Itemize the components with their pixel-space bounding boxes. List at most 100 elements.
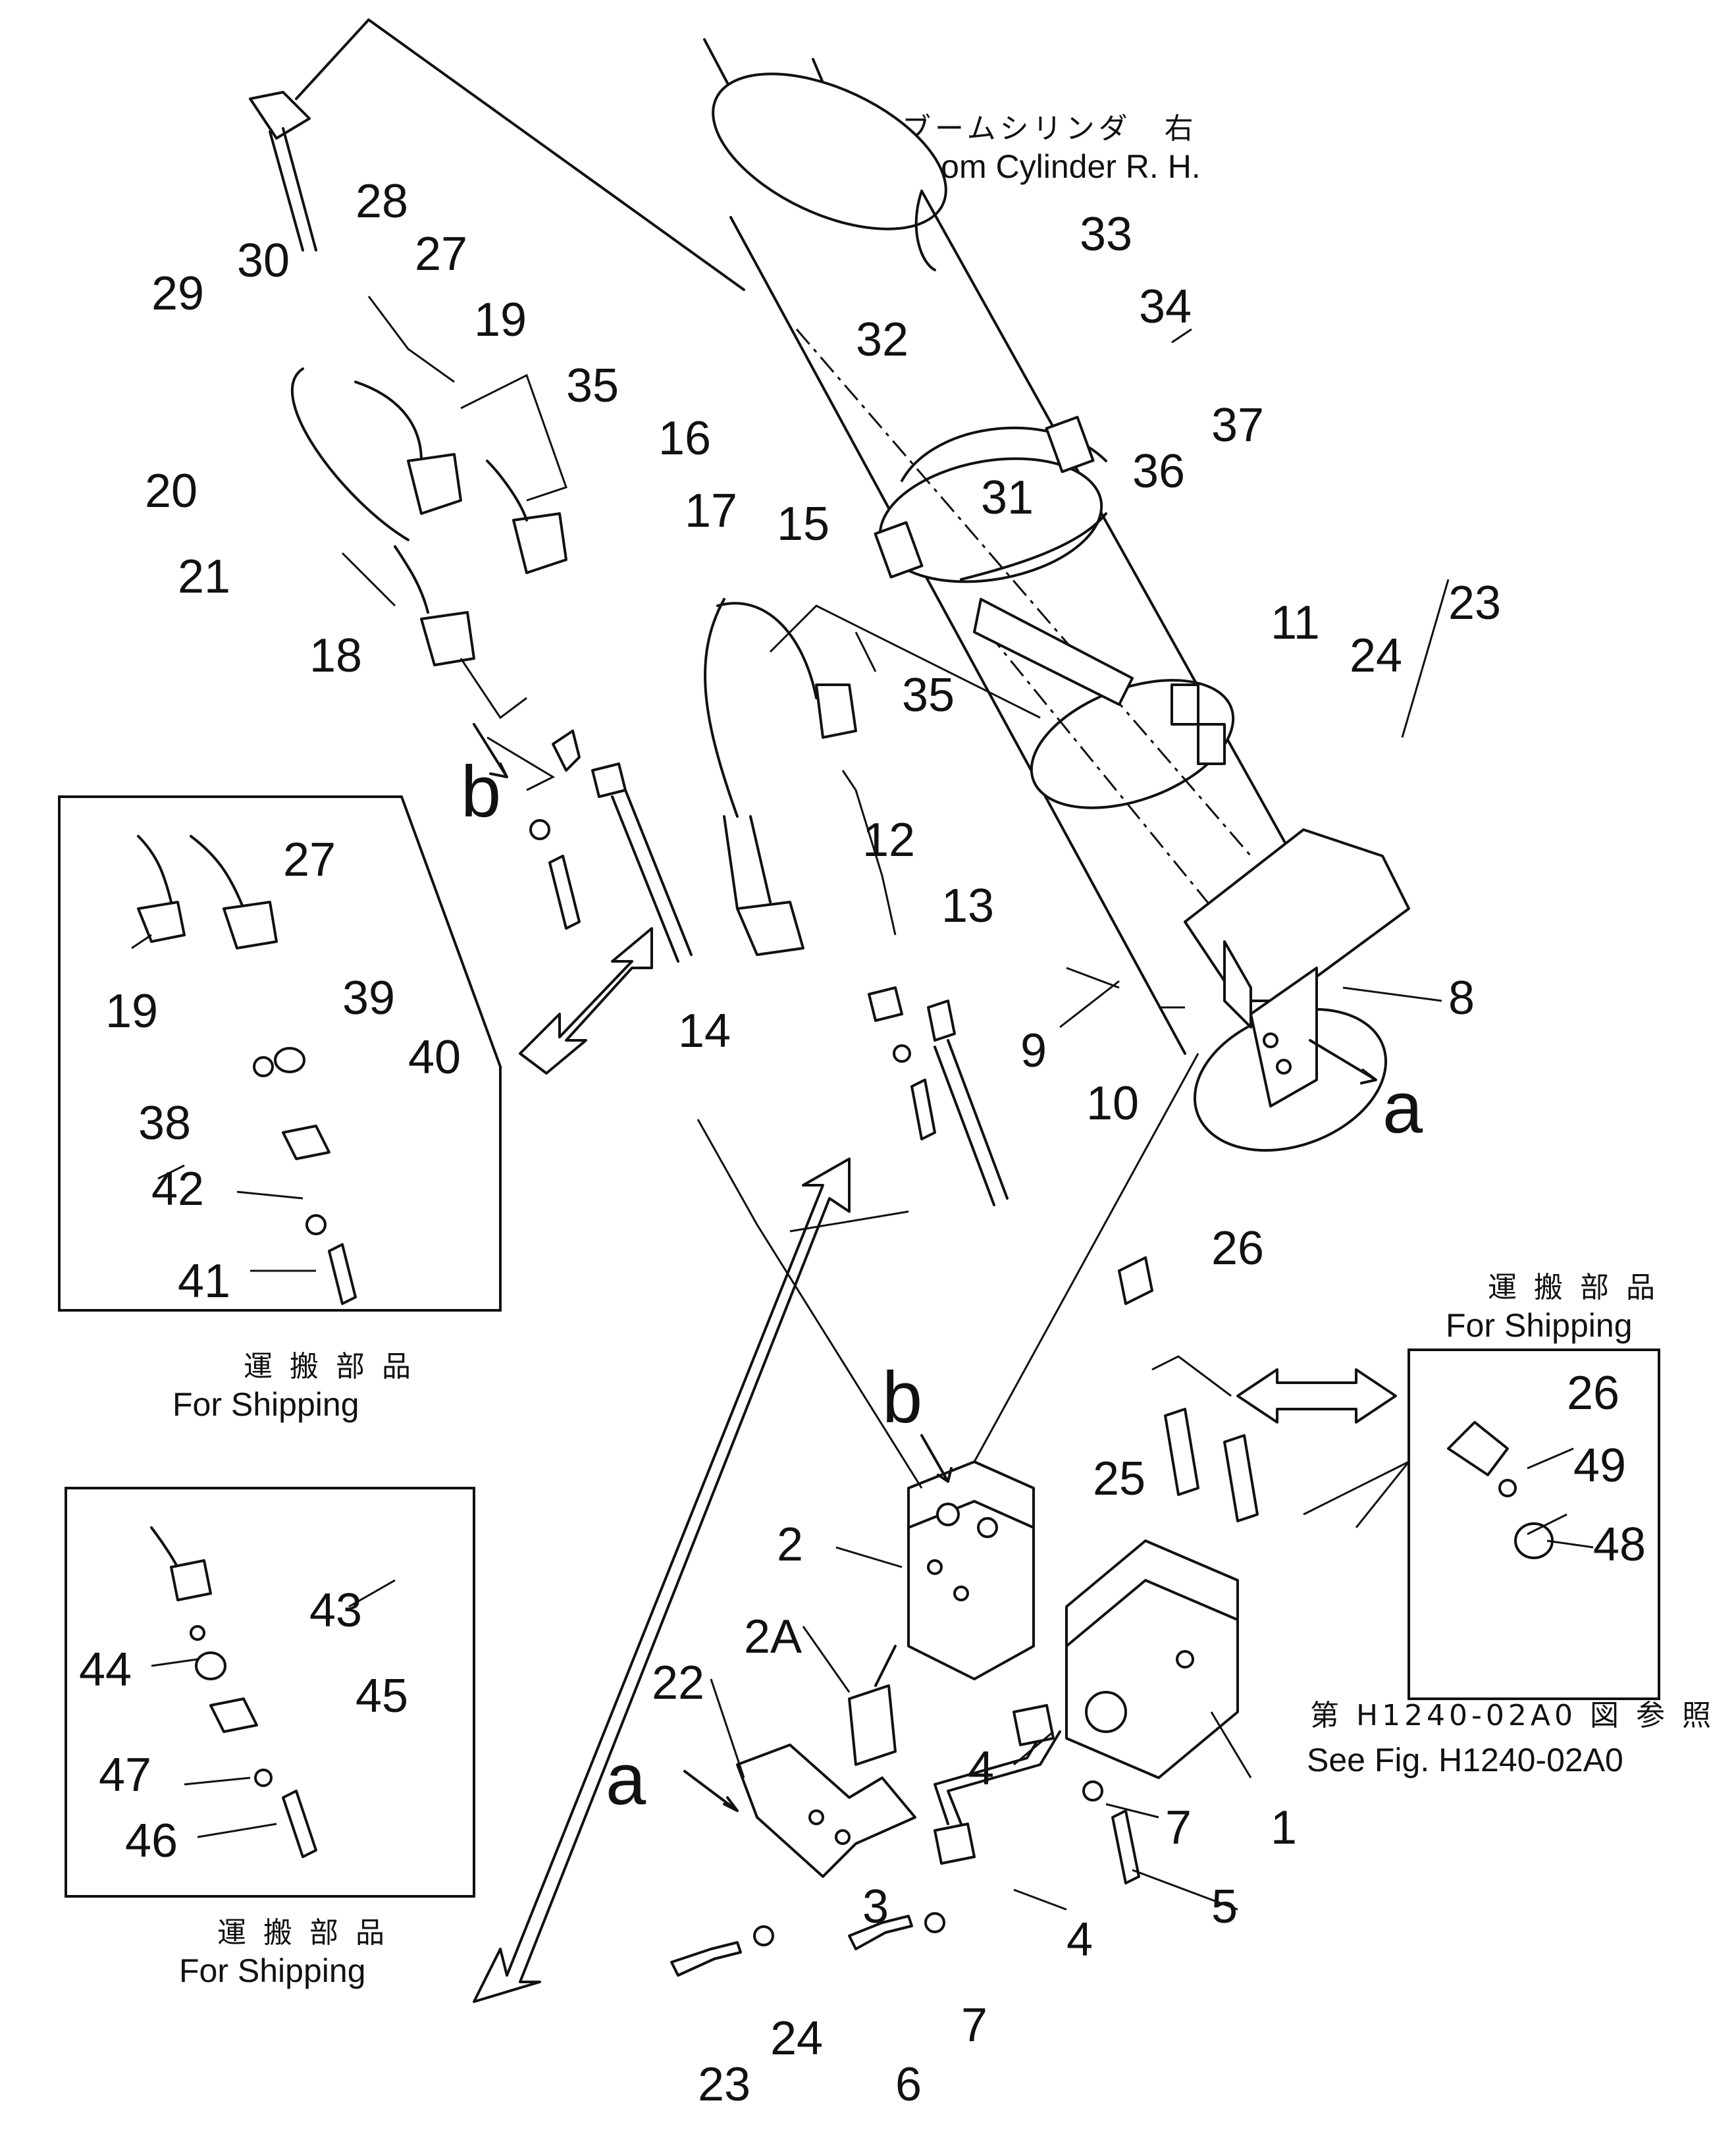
clamp-band [874, 415, 1226, 765]
part-label-46: 46 [125, 1815, 178, 1867]
part-label-35b: 35 [902, 669, 955, 722]
part-label-3: 3 [862, 1881, 889, 1933]
hose-15 [704, 598, 1041, 956]
part-label-18: 18 [309, 629, 362, 682]
part-label-41: 41 [178, 1255, 230, 1308]
part-label-49: 49 [1573, 1439, 1626, 1492]
part-label-45: 45 [355, 1670, 408, 1722]
shipping-caption-left-en: For Shipping [172, 1386, 359, 1423]
leader-lines-upper [341, 296, 567, 791]
part-label-17: 17 [685, 485, 737, 537]
arrow-b-upper [473, 723, 508, 778]
shipping-box-right-frame [1407, 1348, 1660, 1700]
part-label-7b: 7 [961, 1999, 987, 2052]
part-label-22: 22 [652, 1657, 704, 1709]
arrow-b-lower [920, 1434, 953, 1483]
shipping-box-bottom-parts [150, 1526, 317, 1858]
valve-body-1 [1065, 1539, 1239, 1779]
view-marker-b-lower: b [882, 1357, 922, 1438]
part-label-47: 47 [99, 1749, 151, 1802]
part-label-48: 48 [1593, 1518, 1646, 1571]
part-labels: 1 2 2A 3 4 4 5 6 7 7 8 9 10 11 12 13 14 … [79, 175, 1646, 2111]
header-caption-jp: ブームシリンダ 右 [902, 112, 1197, 146]
part-label-43: 43 [309, 1584, 362, 1637]
part-label-23a: 23 [1448, 577, 1501, 629]
part-label-26b: 26 [1567, 1367, 1619, 1420]
shipping-caption-bottom-en: For Shipping [179, 1952, 366, 1989]
part-label-2: 2 [777, 1518, 803, 1571]
view-marker-b-upper: b [461, 751, 501, 832]
part-label-23b: 23 [698, 2058, 750, 2111]
part-label-14: 14 [678, 1005, 731, 1057]
label-leaders [131, 328, 1594, 1911]
part-label-5: 5 [1211, 1881, 1238, 1933]
view-marker-a-right: a [1382, 1067, 1423, 1148]
part-label-8: 8 [1448, 972, 1475, 1025]
part-label-44: 44 [79, 1643, 132, 1696]
part-label-33: 33 [1080, 208, 1132, 261]
view-marker-a-lower: a [606, 1739, 646, 1820]
part-label-21: 21 [178, 550, 230, 603]
part-label-28: 28 [355, 175, 408, 228]
part-label-24b: 24 [770, 2012, 823, 2065]
split-flange-15 [868, 986, 1009, 1206]
reference-caption-en: See Fig. H1240-02A0 [1307, 1742, 1623, 1778]
shipping-caption-bottom-jp: 運 搬 部 品 [217, 1916, 388, 1950]
bracket-8 [1184, 828, 1410, 1108]
part-label-2a: 2A [744, 1611, 802, 1663]
arrow-a-right [1309, 1039, 1377, 1084]
bolts-bottom [670, 1780, 1140, 1977]
hose-27 [249, 18, 745, 291]
part-label-10: 10 [1086, 1077, 1139, 1130]
part-label-27: 27 [415, 228, 467, 280]
part-label-36: 36 [1132, 445, 1185, 498]
shipping-caption-right-jp: 運 搬 部 品 [1488, 1271, 1659, 1304]
part-label-6: 6 [895, 2058, 922, 2111]
part-label-13: 13 [941, 880, 994, 932]
shipping-box-bottom-frame [65, 1487, 475, 1898]
split-flange-b [529, 730, 693, 963]
arrow-a-lower [683, 1770, 739, 1812]
part-label-12: 12 [862, 814, 915, 867]
part-label-20: 20 [145, 465, 197, 518]
reference-caption-jp: 第 H1240-02A0 図 参 照 [1310, 1699, 1715, 1732]
part-label-40: 40 [408, 1031, 461, 1084]
part-label-29: 29 [151, 267, 204, 320]
manifold-block-2 [907, 1460, 1035, 1680]
part-label-25: 25 [1093, 1453, 1145, 1505]
part-label-37: 37 [1211, 399, 1264, 452]
part-label-32: 32 [856, 313, 908, 366]
part-label-7a: 7 [1165, 1802, 1192, 1854]
part-label-42: 42 [151, 1163, 204, 1215]
part-label-15: 15 [777, 498, 829, 550]
tube-3 [934, 1704, 1061, 1865]
part-label-34: 34 [1139, 280, 1192, 333]
part-label-39: 39 [342, 972, 395, 1025]
bracket-22 [736, 1744, 916, 1878]
shipping-caption-right-en: For Shipping [1446, 1307, 1633, 1344]
shipping-caption-left-jp: 運 搬 部 品 [244, 1350, 415, 1383]
shipping-box-left-parts [137, 835, 357, 1305]
part-label-19b: 19 [105, 985, 158, 1038]
part-label-26a: 26 [1211, 1222, 1264, 1275]
part-label-38: 38 [138, 1097, 191, 1150]
part-label-16: 16 [658, 412, 711, 465]
part-label-11: 11 [1271, 597, 1320, 649]
reference-lines [697, 1053, 1410, 1528]
part-label-4a: 4 [968, 1742, 994, 1795]
part-label-30: 30 [237, 234, 290, 287]
shipping-box-right-parts [1447, 1421, 1554, 1559]
part-label-27b: 27 [283, 834, 336, 886]
part-label-19: 19 [474, 294, 527, 346]
part-label-24a: 24 [1350, 629, 1402, 682]
shipping-box-left-frame [58, 795, 502, 1312]
part-label-31: 31 [981, 471, 1034, 524]
part-label-4b: 4 [1066, 1913, 1093, 1966]
part-label-35a: 35 [566, 360, 619, 412]
sensor-2A [848, 1645, 897, 1766]
double-arrows [473, 927, 1397, 2003]
hose-19 [291, 367, 567, 666]
part-label-9: 9 [1020, 1025, 1047, 1077]
part-label-1: 1 [1271, 1802, 1297, 1854]
